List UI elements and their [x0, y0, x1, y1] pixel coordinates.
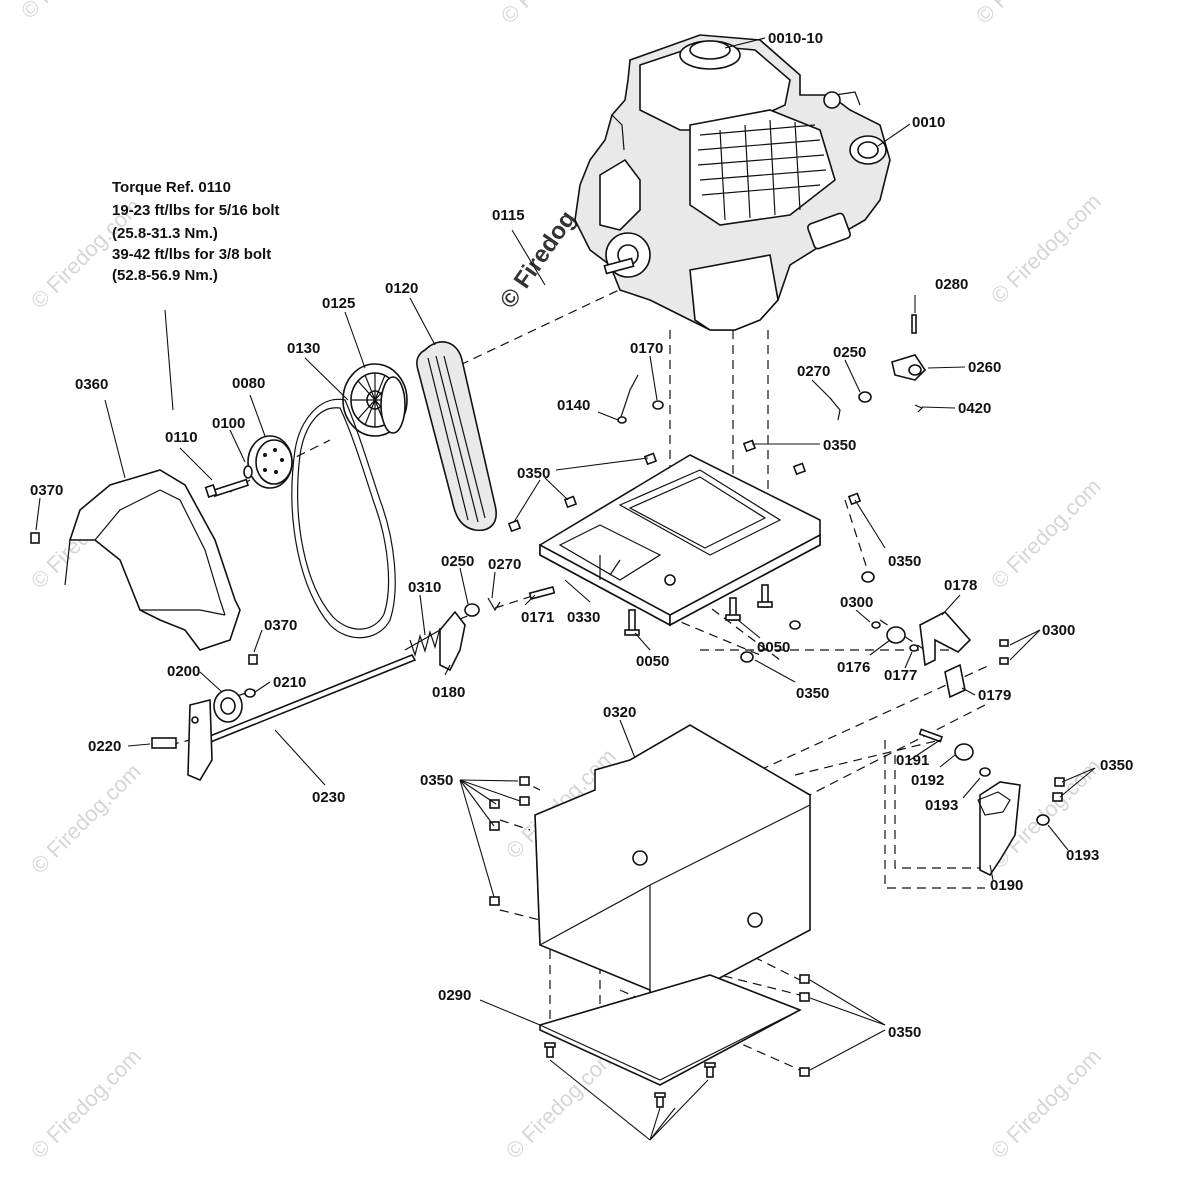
callout-0350[interactable]: 0350 [420, 772, 453, 789]
callout-0190[interactable]: 0190 [990, 877, 1023, 894]
callout-0300[interactable]: 0300 [840, 594, 873, 611]
control-rod [619, 374, 639, 421]
watermark: © Firedog.com [986, 474, 1106, 594]
torque-note-line: 39-42 ft/lbs for 3/8 bolt [112, 246, 271, 263]
callout-0125[interactable]: 0125 [322, 295, 355, 312]
callout-0350[interactable]: 0350 [1100, 757, 1133, 774]
callout-0180[interactable]: 0180 [432, 684, 465, 701]
callout-0193[interactable]: 0193 [925, 797, 958, 814]
engine [574, 34, 891, 331]
callout-0260[interactable]: 0260 [968, 359, 1001, 376]
idler-bracket-parts [829, 314, 927, 421]
pulley-bolt [204, 465, 253, 498]
callout-0250[interactable]: 0250 [833, 344, 866, 361]
panel-bolts [489, 776, 810, 1077]
torque-note: Torque Ref. 0110 19-23 ft/lbs for 5/16 b… [112, 179, 280, 284]
torque-note-line: Torque Ref. 0110 [112, 179, 231, 196]
torque-note-line: 19-23 ft/lbs for 5/16 bolt [112, 202, 280, 219]
plate-bolts [507, 439, 875, 663]
watermark: © Firedog.com [26, 1044, 146, 1164]
callout-0110[interactable]: 0110 [165, 429, 198, 446]
callout-0330[interactable]: 0330 [567, 609, 600, 626]
callout-0360[interactable]: 0360 [75, 376, 108, 393]
part-callouts: 0010-10 0010 0115 0120 0125 0130 0080 03… [30, 30, 1133, 1041]
callout-0010-10[interactable]: 0010-10 [768, 30, 823, 47]
callout-0350[interactable]: 0350 [796, 685, 829, 702]
callout-0230[interactable]: 0230 [312, 789, 345, 806]
callout-0280[interactable]: 0280 [935, 276, 968, 293]
callout-0290[interactable]: 0290 [438, 987, 471, 1004]
guard-screws [30, 532, 258, 665]
callout-0420[interactable]: 0420 [958, 400, 991, 417]
callout-0179[interactable]: 0179 [978, 687, 1011, 704]
watermark: © Firedog.com [501, 1044, 621, 1164]
lever-bracket [871, 611, 1009, 699]
watermark: © Firedog.com [16, 0, 136, 24]
watermark: © Firedog.com [971, 0, 1091, 29]
callout-0050[interactable]: 0050 [636, 653, 669, 670]
callout-0350[interactable]: 0350 [823, 437, 856, 454]
callout-0220[interactable]: 0220 [88, 738, 121, 755]
callout-0300[interactable]: 0300 [1042, 622, 1075, 639]
small-pulley [247, 435, 293, 489]
callout-0350[interactable]: 0350 [888, 553, 921, 570]
engine-pulley [342, 363, 408, 437]
callout-0130[interactable]: 0130 [287, 340, 320, 357]
callout-0171[interactable]: 0171 [521, 609, 554, 626]
callout-0170[interactable]: 0170 [630, 340, 663, 357]
callout-0370[interactable]: 0370 [264, 617, 297, 634]
callout-0250[interactable]: 0250 [441, 553, 474, 570]
callout-0320[interactable]: 0320 [603, 704, 636, 721]
callout-0270[interactable]: 0270 [797, 363, 830, 380]
leader-lines [35, 37, 1096, 1141]
watermark: © Firedog.com [986, 1044, 1106, 1164]
callout-0176[interactable]: 0176 [837, 659, 870, 676]
axle-rod [151, 654, 417, 782]
torque-note-line: (25.8-31.3 Nm.) [112, 225, 218, 242]
callout-0370[interactable]: 0370 [30, 482, 63, 499]
callout-0080[interactable]: 0080 [232, 375, 265, 392]
engine-mount-plate [539, 454, 821, 627]
frame-panel [534, 724, 811, 1017]
clevis-pin [528, 586, 556, 600]
callout-0191[interactable]: 0191 [896, 752, 929, 769]
idler-spring-assembly [404, 597, 501, 672]
callout-0177[interactable]: 0177 [884, 667, 917, 684]
callout-0270[interactable]: 0270 [488, 556, 521, 573]
callout-0310[interactable]: 0310 [408, 579, 441, 596]
v-belt [291, 398, 396, 639]
callout-0210[interactable]: 0210 [273, 674, 306, 691]
callout-0120[interactable]: 0120 [385, 280, 418, 297]
watermark: © Firedog.com [986, 189, 1106, 309]
callout-0200[interactable]: 0200 [167, 663, 200, 680]
callout-0010[interactable]: 0010 [912, 114, 945, 131]
callout-0350[interactable]: 0350 [888, 1024, 921, 1041]
callout-0178[interactable]: 0178 [944, 577, 977, 594]
bottom-plate [539, 974, 802, 1086]
callout-0115[interactable]: 0115 [492, 207, 525, 224]
belt-guard [64, 469, 241, 651]
callout-0193[interactable]: 0193 [1066, 847, 1099, 864]
callout-0050[interactable]: 0050 [757, 639, 790, 656]
callout-0350[interactable]: 0350 [517, 465, 550, 482]
rod-end [617, 416, 627, 424]
watermark: © Firedog.com [496, 0, 616, 29]
bottom-bolts [544, 1042, 716, 1108]
mount-bolts [624, 584, 773, 636]
drive-belt [416, 341, 497, 532]
callout-0192[interactable]: 0192 [911, 772, 944, 789]
right-bracket [918, 728, 1065, 877]
nut [652, 400, 664, 410]
callout-0100[interactable]: 0100 [212, 415, 245, 432]
callout-0140[interactable]: 0140 [557, 397, 590, 414]
torque-note-line: (52.8-56.9 Nm.) [112, 267, 218, 284]
watermark: © Firedog.com [26, 759, 146, 879]
